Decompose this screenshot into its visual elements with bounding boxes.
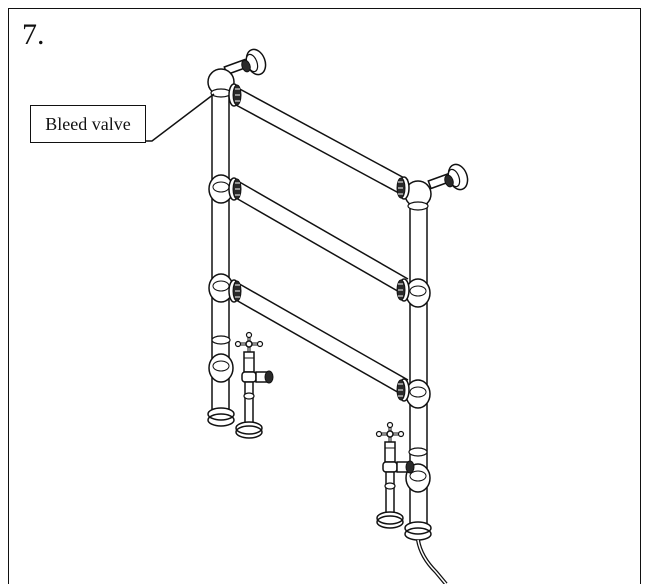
right-upright (404, 180, 432, 541)
left-valve (234, 331, 275, 440)
diagram-frame (8, 8, 641, 584)
left-wall-bracket (223, 48, 267, 76)
callout-leader-line (146, 93, 215, 142)
bottom-rail (235, 281, 409, 399)
bleed-valve-callout: Bleed valve (30, 105, 146, 143)
left-upright (207, 68, 235, 427)
right-wall-bracket (427, 163, 469, 191)
step-number: 7. (22, 18, 45, 51)
top-rail (235, 86, 409, 199)
middle-rail (235, 179, 409, 298)
